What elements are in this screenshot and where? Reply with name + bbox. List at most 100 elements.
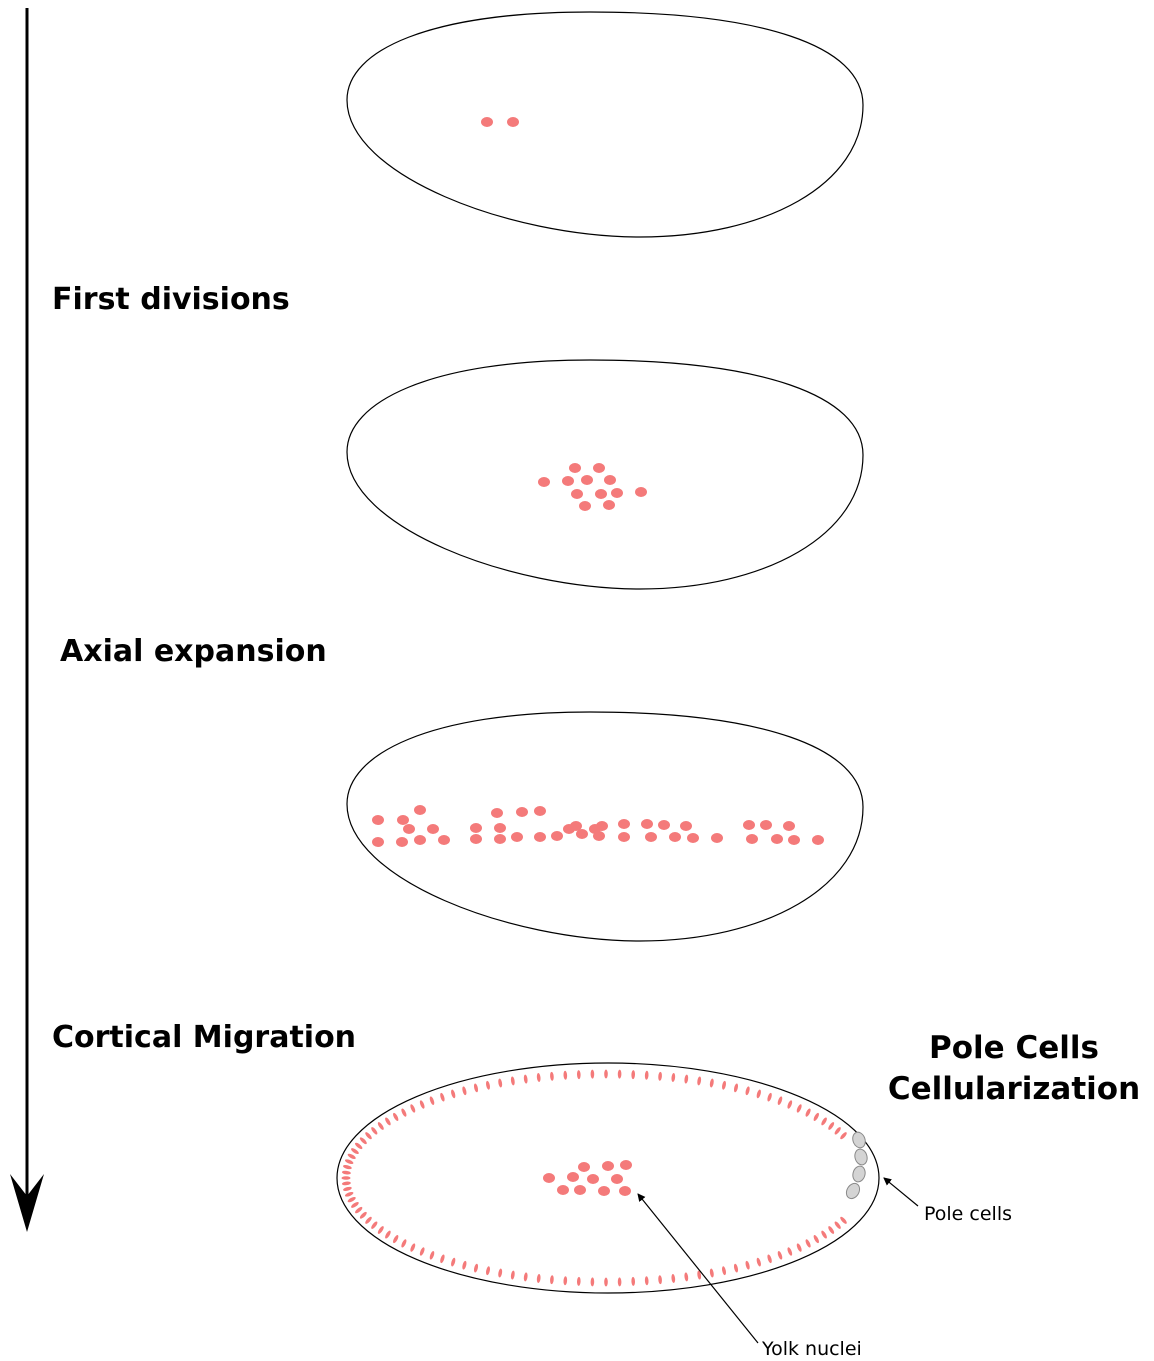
cortical-nucleus xyxy=(709,1268,714,1278)
cortical-nucleus xyxy=(344,1159,354,1165)
cortical-nucleus xyxy=(536,1274,541,1283)
nucleus xyxy=(598,1186,610,1196)
label-first-divisions: First divisions xyxy=(52,282,290,317)
cortical-nucleus xyxy=(576,1276,581,1286)
cortical-nucleus xyxy=(722,1080,726,1090)
nuclei-group xyxy=(538,463,647,511)
nucleus xyxy=(414,835,426,845)
cortical-nucleus xyxy=(684,1074,689,1084)
cortical-nucleus xyxy=(756,1257,761,1267)
cortical-nucleus xyxy=(410,1104,416,1113)
cortical-nucleus xyxy=(451,1089,456,1099)
nucleus xyxy=(567,1172,579,1182)
cortical-nucleus xyxy=(486,1080,490,1090)
pole-cells-pointer xyxy=(883,1177,919,1207)
timeline-arrow xyxy=(10,8,44,1232)
nucleus xyxy=(603,500,615,510)
cortical-nucleus xyxy=(745,1086,750,1096)
cortical-nuclei-ring xyxy=(341,1069,847,1287)
cortical-nucleus xyxy=(343,1165,352,1170)
nucleus xyxy=(427,824,439,834)
cortical-nucleus xyxy=(767,1092,772,1102)
nucleus xyxy=(812,835,824,845)
cortical-nucleus xyxy=(697,1076,702,1086)
nucleus xyxy=(397,815,409,825)
nucleus xyxy=(618,819,630,829)
embryo-outline xyxy=(346,11,864,238)
nucleus xyxy=(593,463,605,473)
nucleus xyxy=(596,821,608,831)
cortical-nucleus xyxy=(821,1230,827,1239)
nucleus xyxy=(516,807,528,817)
cortical-nucleus xyxy=(631,1070,636,1080)
nucleus xyxy=(571,489,583,499)
nucleus xyxy=(538,477,550,487)
cortical-nucleus xyxy=(523,1074,528,1084)
annotation-yolk-nuclei: Yolk nuclei xyxy=(761,1338,862,1360)
title-pole-cells: Pole Cells xyxy=(929,1030,1099,1066)
cortical-nucleus xyxy=(733,1263,739,1273)
embryo-stage-3 xyxy=(346,711,864,942)
cortical-nucleus xyxy=(813,1235,819,1244)
cortical-nucleus xyxy=(473,1083,479,1093)
cortical-nucleus xyxy=(834,1221,841,1229)
cortical-nucleus xyxy=(631,1276,636,1286)
cortical-nucleus xyxy=(393,1112,399,1121)
embryo-outline xyxy=(346,359,864,590)
cortical-nucleus xyxy=(840,1132,847,1140)
nucleus xyxy=(602,1161,614,1171)
embryo-stage-2 xyxy=(346,359,864,590)
cortical-nucleus xyxy=(576,1070,581,1080)
cortical-nucleus xyxy=(563,1070,568,1080)
embryo-stage-1 xyxy=(346,11,864,238)
pole-cell xyxy=(852,1165,866,1183)
cortical-nucleus xyxy=(419,1100,425,1109)
cortical-nucleus xyxy=(644,1070,649,1080)
pole-cell xyxy=(845,1182,861,1200)
nucleus xyxy=(579,501,591,511)
cortical-nucleus xyxy=(419,1247,425,1256)
nucleus xyxy=(620,1160,632,1170)
cortical-nucleus xyxy=(805,1108,811,1117)
nucleus xyxy=(403,824,415,834)
cortical-nucleus xyxy=(604,1277,608,1287)
pole-cell xyxy=(854,1148,868,1166)
cortical-nucleus xyxy=(805,1239,811,1248)
cortical-nucleus xyxy=(510,1270,515,1280)
embryo-stage-4 xyxy=(336,1062,880,1294)
nucleus xyxy=(618,832,630,842)
cortical-nucleus xyxy=(617,1069,622,1079)
nucleus xyxy=(438,835,450,845)
cortical-nucleus xyxy=(498,1268,503,1278)
cortical-nucleus xyxy=(796,1243,802,1252)
nucleus xyxy=(635,487,647,497)
cortical-nucleus xyxy=(813,1112,819,1121)
cortical-nucleus xyxy=(590,1069,595,1079)
cortical-nucleus xyxy=(671,1073,676,1082)
embryo-outline xyxy=(346,711,864,942)
cortical-nucleus xyxy=(658,1071,662,1081)
cortical-nucleus xyxy=(523,1272,528,1282)
cortical-nucleus xyxy=(733,1083,739,1093)
cortical-nucleus xyxy=(486,1266,490,1276)
nucleus xyxy=(595,489,607,499)
title-cellularization: Cellularization xyxy=(888,1071,1140,1107)
nucleus xyxy=(611,1174,623,1184)
cortical-nucleus xyxy=(429,1251,435,1260)
cortical-nucleus xyxy=(767,1254,772,1264)
cortical-nucleus xyxy=(777,1096,783,1105)
cortical-nucleus xyxy=(365,1216,372,1224)
cortical-nucleus xyxy=(550,1275,554,1285)
cortical-nucleus xyxy=(684,1272,689,1282)
nucleus xyxy=(511,832,523,842)
annotation-pole-cells: Pole cells xyxy=(924,1203,1012,1225)
nucleus xyxy=(578,1162,590,1172)
nucleus xyxy=(562,476,574,486)
label-cortical-migration: Cortical Migration xyxy=(52,1020,356,1055)
cortical-nucleus xyxy=(429,1096,435,1105)
cortical-nucleus xyxy=(440,1254,445,1264)
cortical-nucleus xyxy=(604,1069,608,1079)
nucleus xyxy=(507,117,519,127)
nucleus xyxy=(587,1174,599,1184)
cortical-nucleus xyxy=(355,1142,363,1150)
